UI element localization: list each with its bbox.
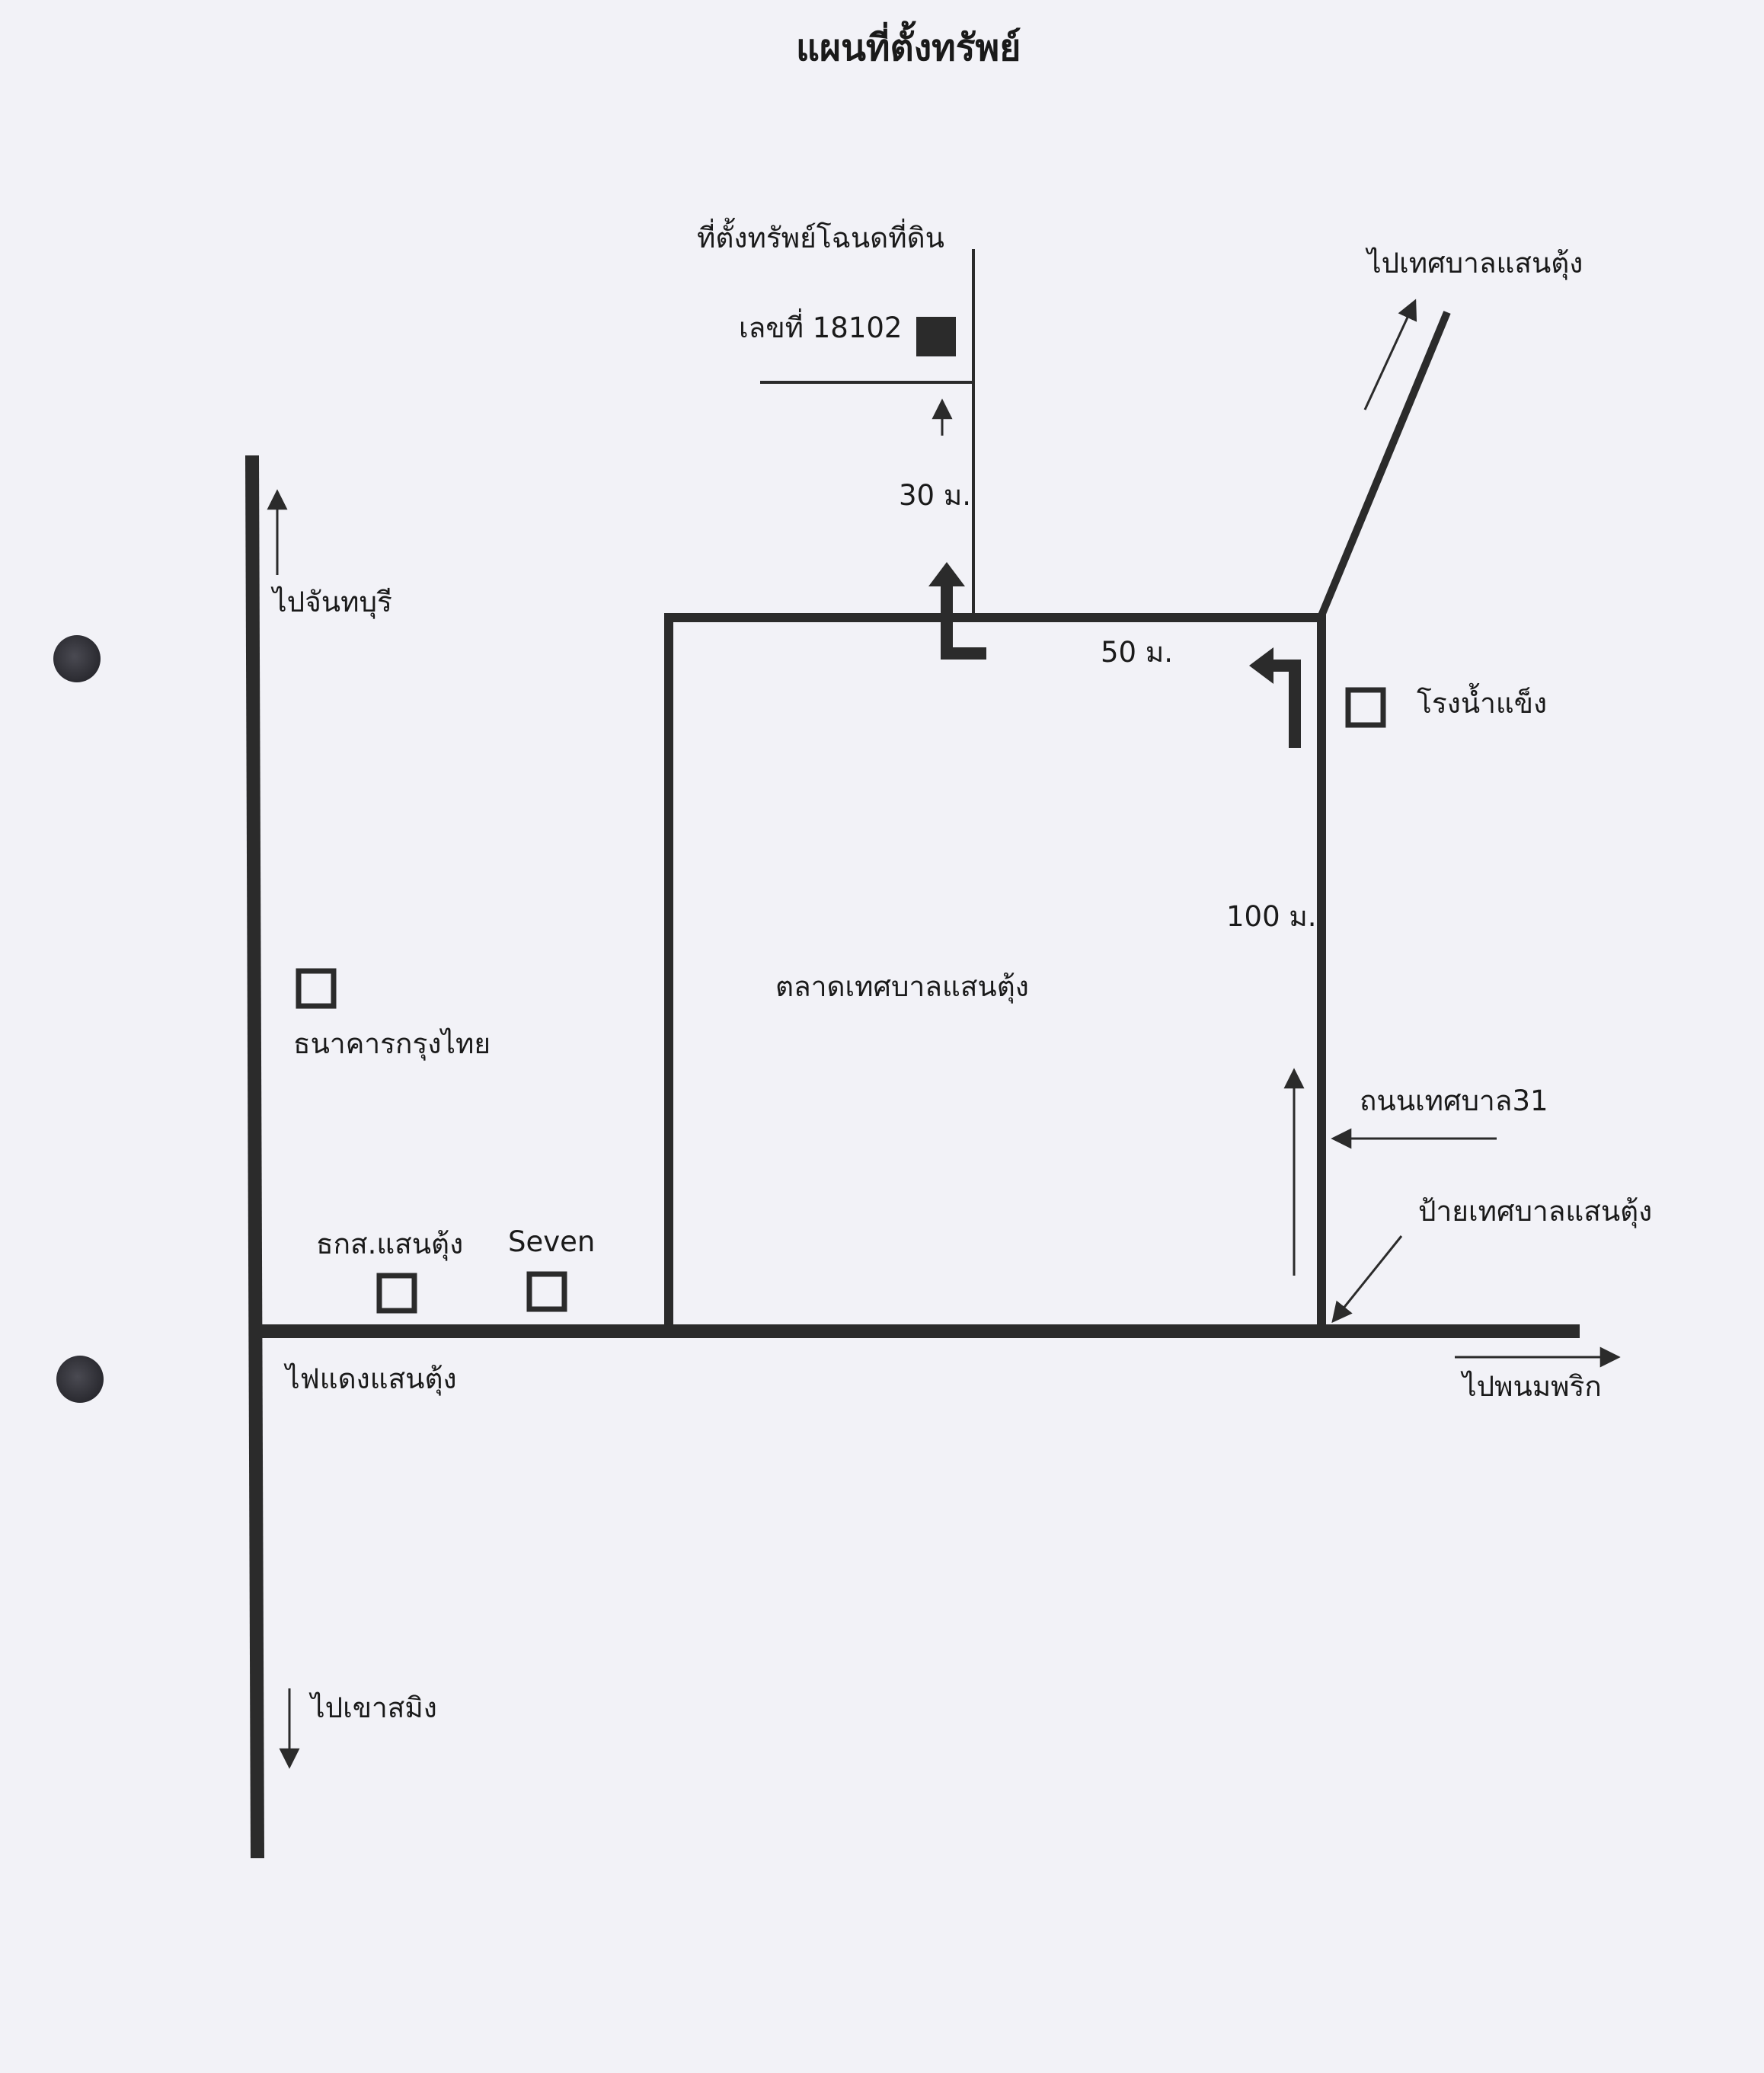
label-to-chanthaburi: ไปจันทบุรี (273, 586, 392, 618)
distance-100m: 100 ม. (1226, 900, 1317, 933)
turn-arrow-up-head (928, 562, 965, 586)
property-label-line1: ที่ตั้งทรัพย์โฉนดที่ดิน (697, 222, 944, 254)
label-traffic-light: ไฟแดงแสนตุ้ง (286, 1362, 457, 1395)
arrow-sign-pointer (1331, 1235, 1403, 1324)
label-to-municipality: ไปเทศบาลแสนตุ้ง (1367, 247, 1583, 279)
property-marker (916, 317, 956, 356)
label-seven: Seven (508, 1225, 596, 1258)
distance-50m: 50 ม. (1101, 636, 1173, 669)
label-ice-factory: โรงน้ำแข็ง (1417, 687, 1548, 720)
label-baac-bank: ธกส.แสนตุ้ง (316, 1228, 464, 1260)
label-to-phanom-phrik: ไปพนมพริก (1462, 1370, 1602, 1403)
map-title: แผนที่ตั้งทรัพย์ (796, 27, 1021, 69)
label-to-khao-saming: ไปเขาสมิง (311, 1691, 437, 1724)
turn-arrow-left-head (1249, 647, 1273, 684)
main-road-vertical (245, 455, 264, 1859)
distance-30m: 30 ม. (899, 479, 971, 512)
punch-hole-bottom (56, 1356, 104, 1403)
label-municipality-sign: ป้ายเทศบาลแสนตุ้ง (1418, 1195, 1653, 1228)
krungthai-bank-marker (296, 968, 337, 1009)
seven-marker (526, 1271, 567, 1312)
label-road-name: ถนนเทศบาล31 (1360, 1084, 1548, 1117)
arrow-to-municipality (1363, 299, 1417, 410)
ice-factory-marker (1345, 687, 1386, 728)
label-market: ตลาดเทศบาลแสนตุ้ง (775, 970, 1029, 1003)
label-krungthai-bank: ธนาคารกรุงไทย (293, 1027, 491, 1060)
property-label-line2: เลขที่ 18102 (739, 311, 903, 344)
punch-hole-top (53, 635, 101, 682)
market-block-outline (664, 613, 1326, 1336)
baac-bank-marker (376, 1273, 417, 1314)
turn-arrow-up (941, 585, 986, 660)
diagonal-road (1316, 311, 1451, 621)
